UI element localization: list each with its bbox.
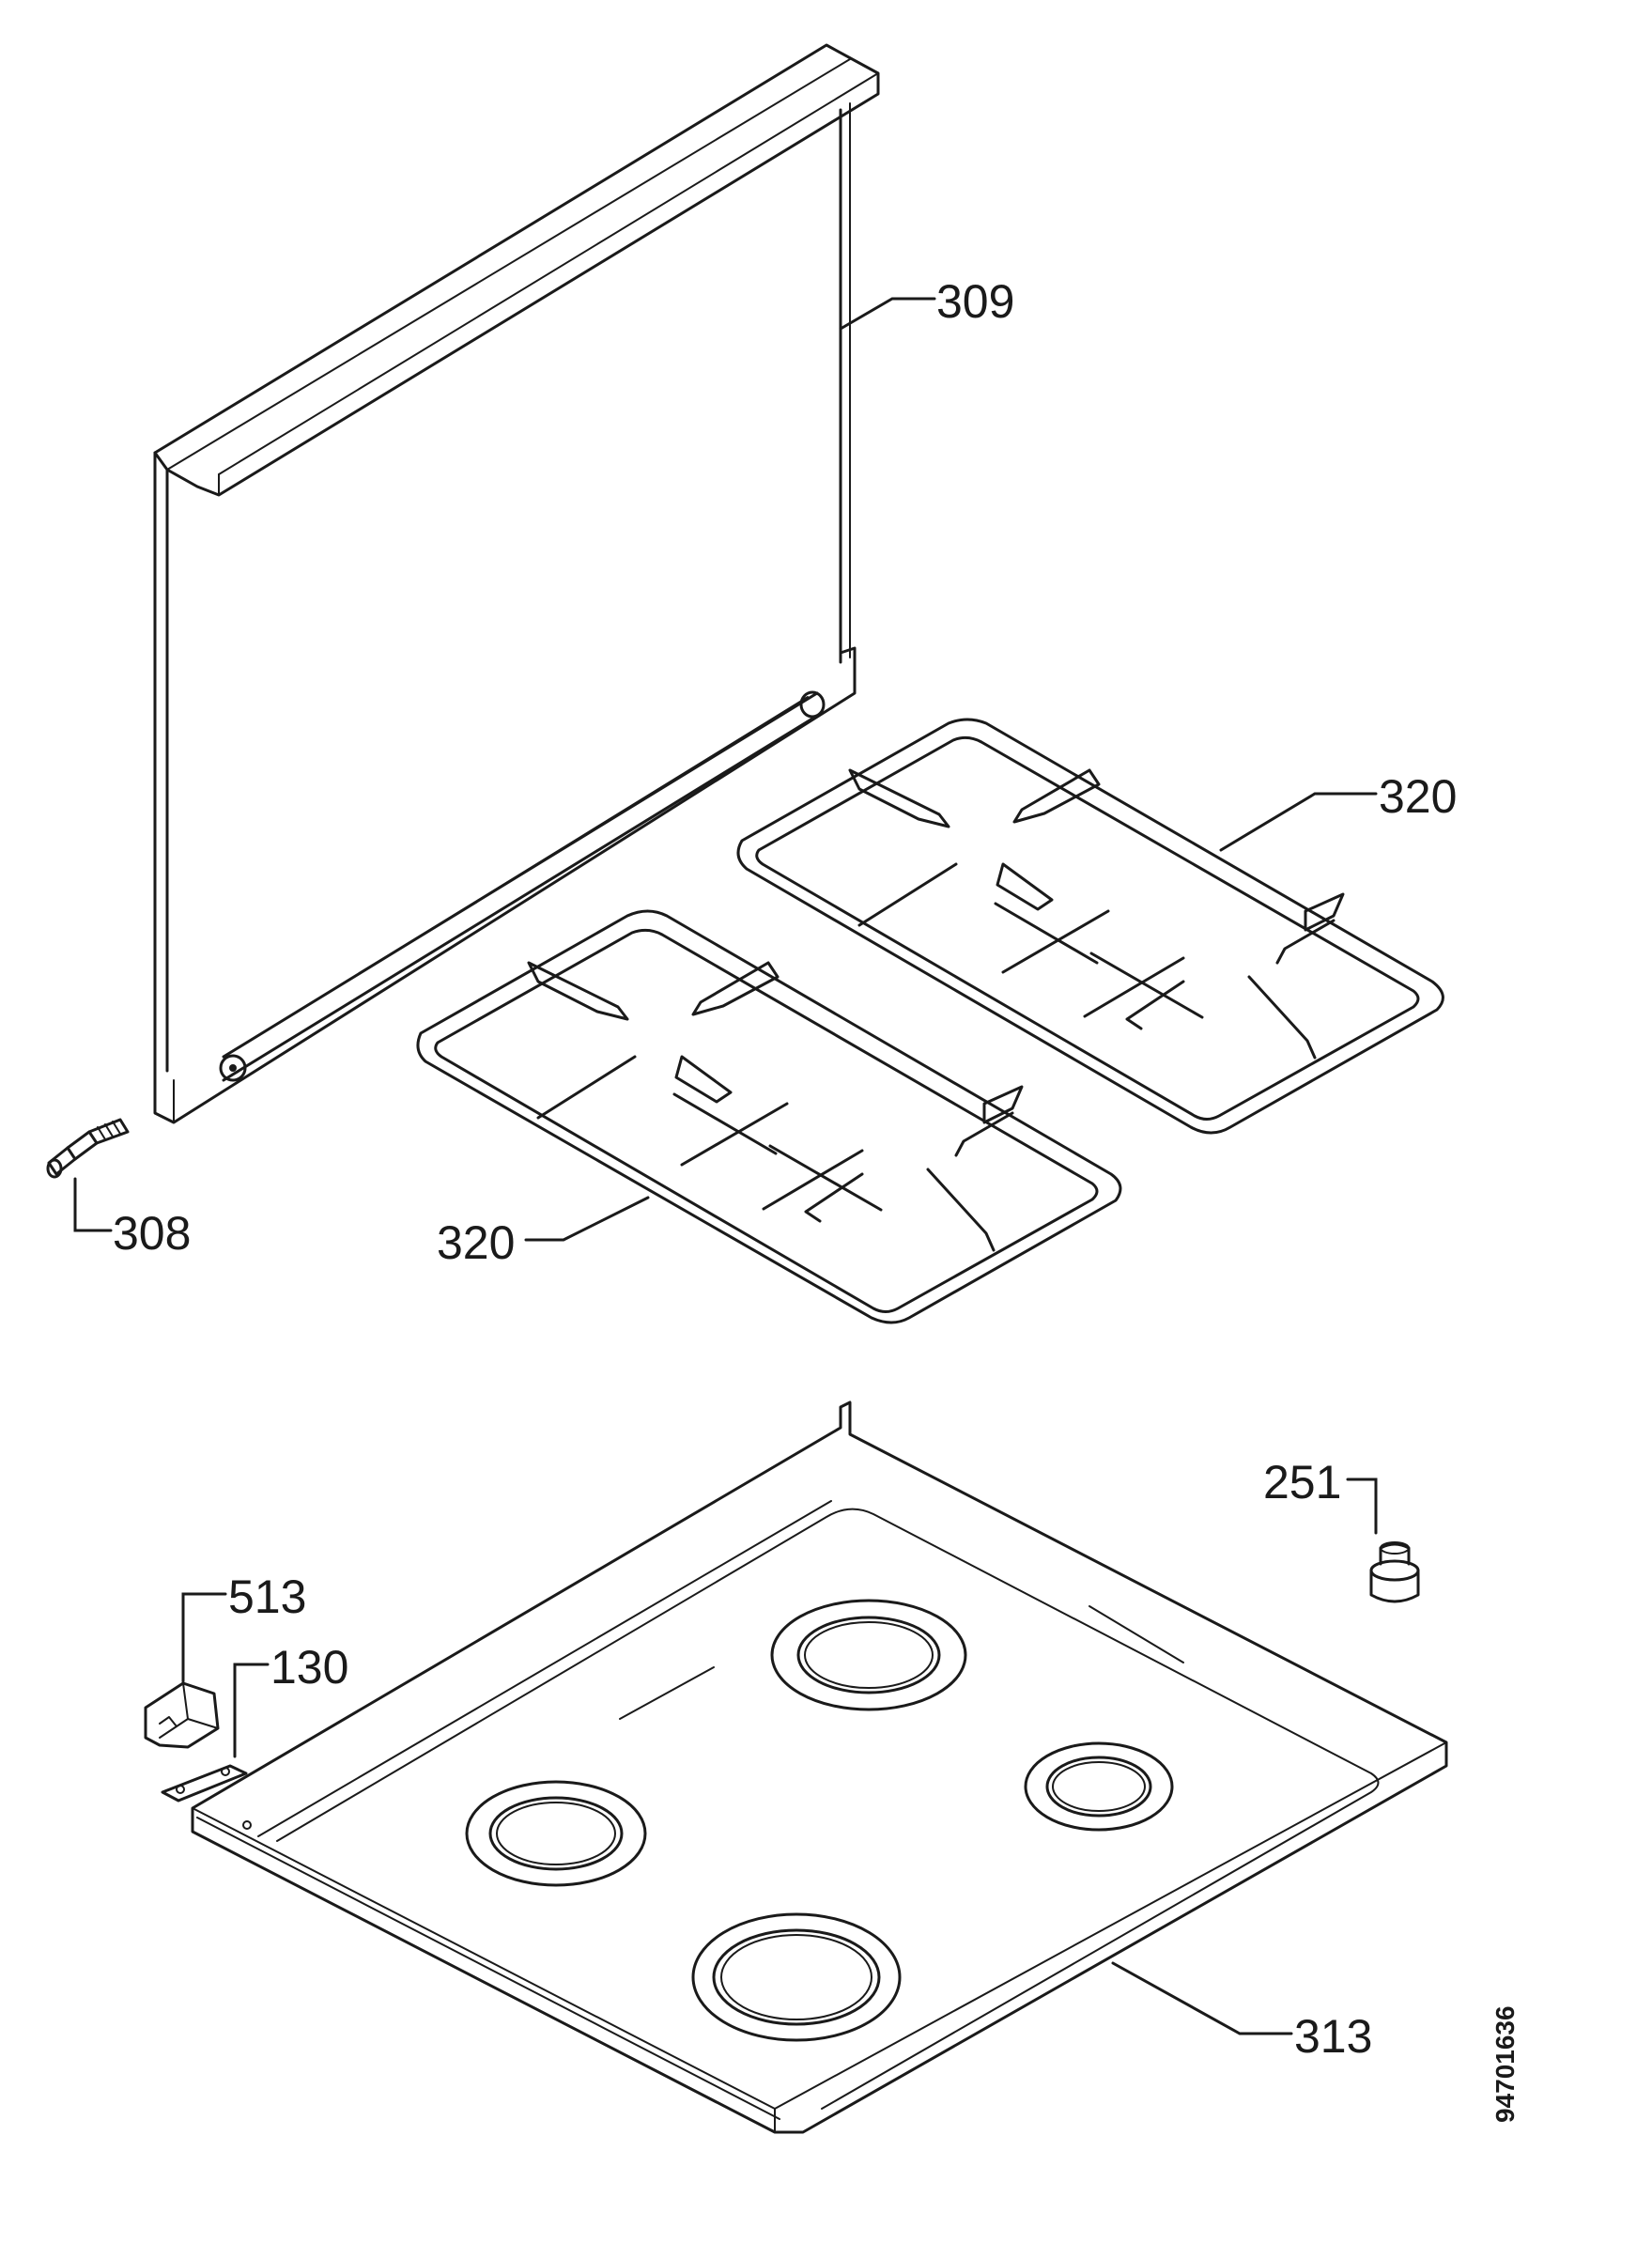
label-309: 309 [936, 275, 1014, 328]
label-513: 513 [228, 1570, 306, 1623]
part-309-glass-lid [153, 43, 880, 1124]
document-number: 94701636 [1490, 2005, 1520, 2123]
label-313: 313 [1294, 2010, 1372, 2063]
label-320-right: 320 [1379, 770, 1457, 823]
label-251: 251 [1263, 1456, 1341, 1509]
leader-lines [73, 297, 1378, 2035]
part-130-bracket [161, 1764, 248, 1803]
part-251-foot [1369, 1541, 1420, 1603]
part-513-clip [144, 1681, 220, 1749]
part-320-left-pan-support [416, 909, 1122, 1324]
part-313-hob-top [191, 1400, 1448, 2134]
label-130: 130 [270, 1641, 348, 1694]
label-320-left: 320 [437, 1216, 515, 1269]
part-308-hinge-screw [46, 1118, 130, 1179]
label-308: 308 [113, 1207, 191, 1260]
part-320-right-pan-support [736, 718, 1444, 1135]
